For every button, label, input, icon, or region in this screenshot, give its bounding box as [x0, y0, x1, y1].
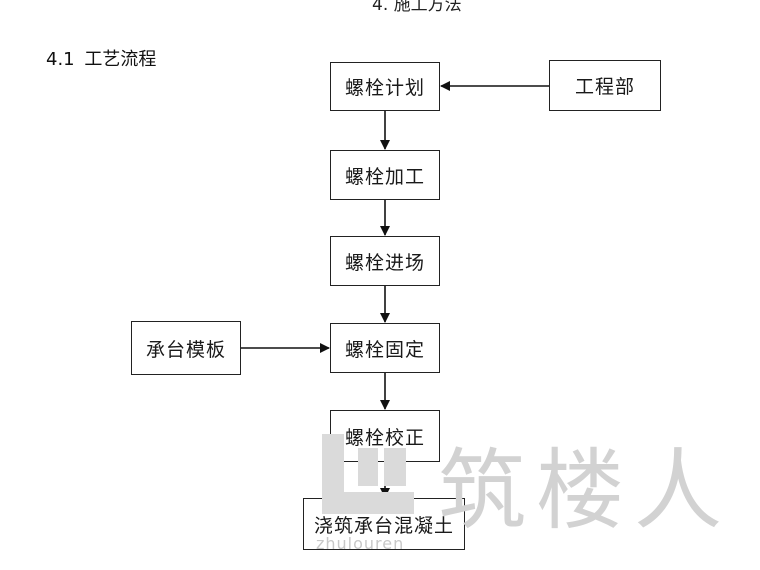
input-engineering-dept: 工程部 — [549, 60, 661, 111]
section-heading: 4.1 工艺流程 — [46, 45, 156, 71]
chapter-heading-cut: 4. 施工方法 — [372, 0, 462, 15]
step-pour-cap-concrete: 浇筑承台混凝土 — [303, 498, 465, 550]
section-title-text: 工艺流程 — [84, 49, 157, 70]
step-bolt-correction: 螺栓校正 — [330, 410, 440, 462]
step-bolt-fixing: 螺栓固定 — [330, 323, 440, 373]
section-number: 4.1 — [46, 49, 75, 70]
input-cap-formwork: 承台模板 — [131, 321, 241, 375]
step-bolt-processing: 螺栓加工 — [330, 150, 440, 200]
step-bolt-plan: 螺栓计划 — [330, 62, 440, 111]
step-bolt-site-entry: 螺栓进场 — [330, 236, 440, 286]
